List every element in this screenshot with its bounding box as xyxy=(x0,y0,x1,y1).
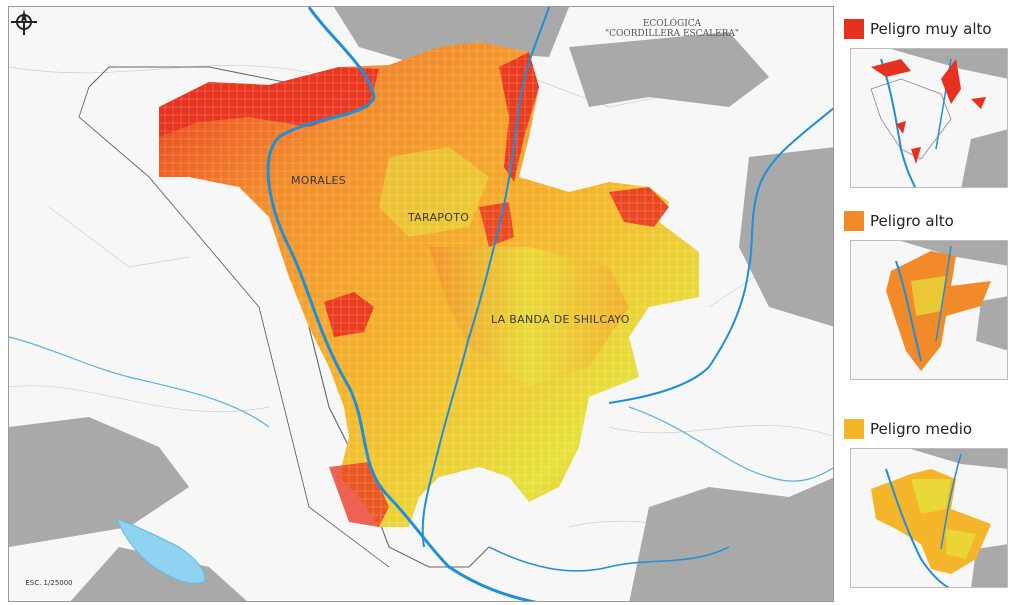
legend-label-very-high: Peligro muy alto xyxy=(870,20,992,38)
swatch-high xyxy=(844,211,864,231)
label-la-banda-de-shilcayo: LA BANDA DE SHILCAYO xyxy=(491,313,630,326)
legend-label-medium: Peligro medio xyxy=(870,420,973,438)
scale-text: ESC. 1/25000 xyxy=(25,579,73,587)
legend-high: Peligro alto xyxy=(844,208,1008,234)
main-hazard-map[interactable]: MORALES TARAPOTO LA BANDA DE SHILCAYO EC… xyxy=(8,6,834,602)
rivers xyxy=(9,7,833,601)
thumb-medium[interactable] xyxy=(850,448,1008,588)
hill-areas xyxy=(9,7,833,601)
north-arrow-icon xyxy=(11,9,37,35)
hazard-zones xyxy=(159,42,699,527)
label-tarapoto: TARAPOTO xyxy=(408,211,470,224)
reserve-line-1: ECOLÓGICA xyxy=(642,19,702,29)
legend-very-high: Peligro muy alto xyxy=(844,16,1008,42)
reserve-label: ECOLÓGICA "COORDILLERA ESCALERA" xyxy=(587,19,757,39)
label-morales: MORALES xyxy=(291,174,347,187)
thumb-very-high[interactable] xyxy=(850,48,1008,188)
thumb-high[interactable] xyxy=(850,240,1008,380)
reserve-line-2: "COORDILLERA ESCALERA" xyxy=(604,29,740,39)
map-canvas xyxy=(9,7,833,601)
swatch-very-high xyxy=(844,19,864,39)
legend-label-high: Peligro alto xyxy=(870,212,954,230)
legend-medium: Peligro medio xyxy=(844,416,1008,442)
swatch-medium xyxy=(844,419,864,439)
lake xyxy=(116,518,206,584)
